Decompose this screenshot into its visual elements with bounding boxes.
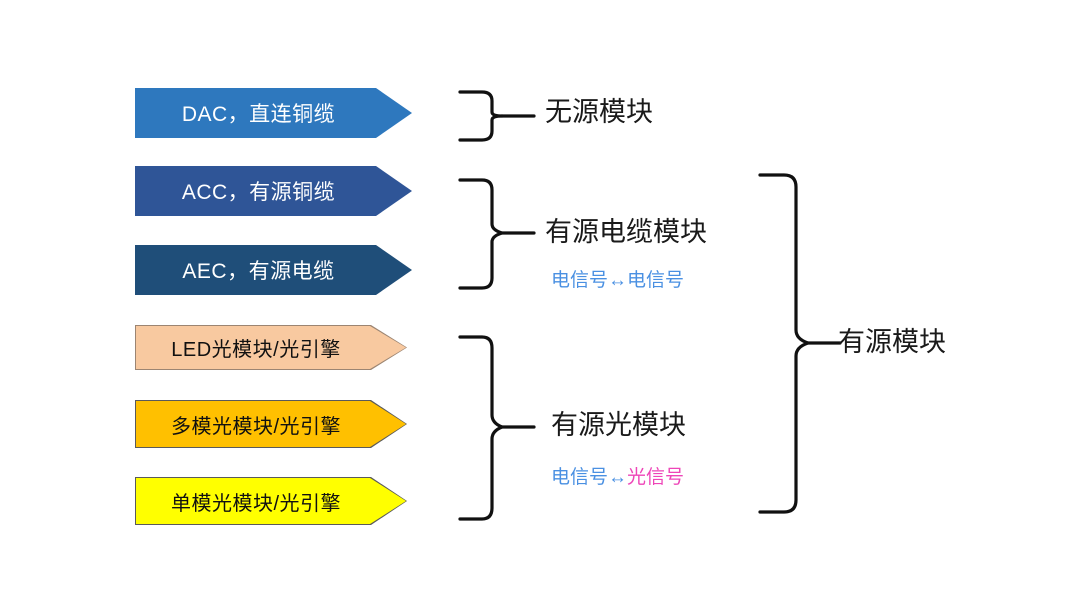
sublabel-electrical-in-2: 电信号 <box>551 467 609 488</box>
group-sublabel-active-cable: 电信号↔电信号 <box>551 271 684 290</box>
group-label-active-cable: 有源电缆模块 <box>545 217 707 247</box>
arrow-aec-label: AEC，有源电缆 <box>182 260 335 283</box>
arrow-multimode-label: 多模光模块/光引擎 <box>170 415 342 438</box>
sublabel-arrow-2: ↔ <box>608 467 628 488</box>
arrow-multimode-optical-module[interactable]: 多模光模块/光引擎 <box>136 401 406 447</box>
sublabel-optical-out-2: 光信号 <box>627 467 685 488</box>
summary-label-active-module: 有源模块 <box>838 327 946 357</box>
arrow-acc[interactable]: ACC，有源铜缆 <box>135 166 412 216</box>
sublabel-electrical-out-1: 电信号 <box>627 270 685 291</box>
group-sublabel-active-optical: 电信号↔光信号 <box>551 468 684 487</box>
brace-passive <box>458 88 542 144</box>
brace-active-module <box>758 170 848 520</box>
group-label-active-optical: 有源光模块 <box>551 410 686 440</box>
brace-active-cable <box>458 176 542 292</box>
group-label-passive: 无源模块 <box>545 97 653 127</box>
arrow-dac[interactable]: DAC，直连铜缆 <box>135 88 412 138</box>
arrow-singlemode-label: 单模光模块/光引擎 <box>170 492 342 515</box>
brace-active-optical <box>458 333 542 523</box>
arrow-led-label: LED光模块/光引擎 <box>171 339 341 361</box>
arrow-singlemode-optical-module[interactable]: 单模光模块/光引擎 <box>136 478 406 524</box>
arrow-aec[interactable]: AEC，有源电缆 <box>135 245 412 295</box>
arrow-led-optical-module[interactable]: LED光模块/光引擎 <box>136 326 406 369</box>
arrow-dac-label: DAC，直连铜缆 <box>181 103 336 126</box>
sublabel-arrow-1: ↔ <box>608 270 628 291</box>
arrow-acc-label: ACC，有源铜缆 <box>181 181 336 204</box>
sublabel-electrical-in-1: 电信号 <box>551 270 609 291</box>
